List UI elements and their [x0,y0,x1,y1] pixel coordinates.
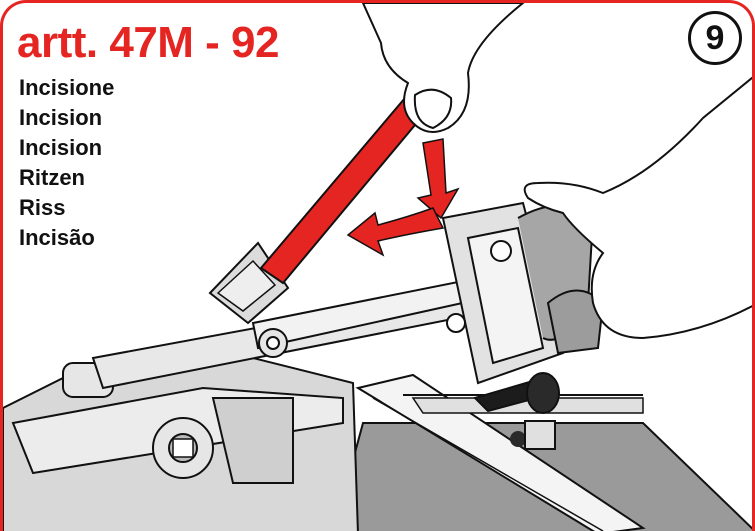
cutter-base [3,346,359,531]
caption-german: Ritzen [19,165,85,190]
arrow-down-icon [416,138,460,220]
hand-on-lever [361,3,525,133]
step-number-badge: 9 [688,11,742,65]
hand-on-head [523,76,752,340]
caption-french: Incision [19,135,103,160]
caption-english: Incision [19,105,103,130]
motion-arrows [346,138,460,257]
scoring-head [441,201,605,385]
arrow-left-icon [346,207,445,257]
caption-portuguese: Incisão [19,225,95,250]
caption-spanish: Riss [19,195,66,220]
page-title: artt. 47M - 92 [17,18,279,67]
graduated-ruler [355,373,646,531]
tile-cutter-illustration [3,3,752,531]
red-lever-bar [259,96,427,285]
caption-list: Incisione Incision Incision Ritzen Riss … [19,73,114,253]
locking-knob [473,372,560,450]
caption-italian: Incisione [19,75,115,100]
